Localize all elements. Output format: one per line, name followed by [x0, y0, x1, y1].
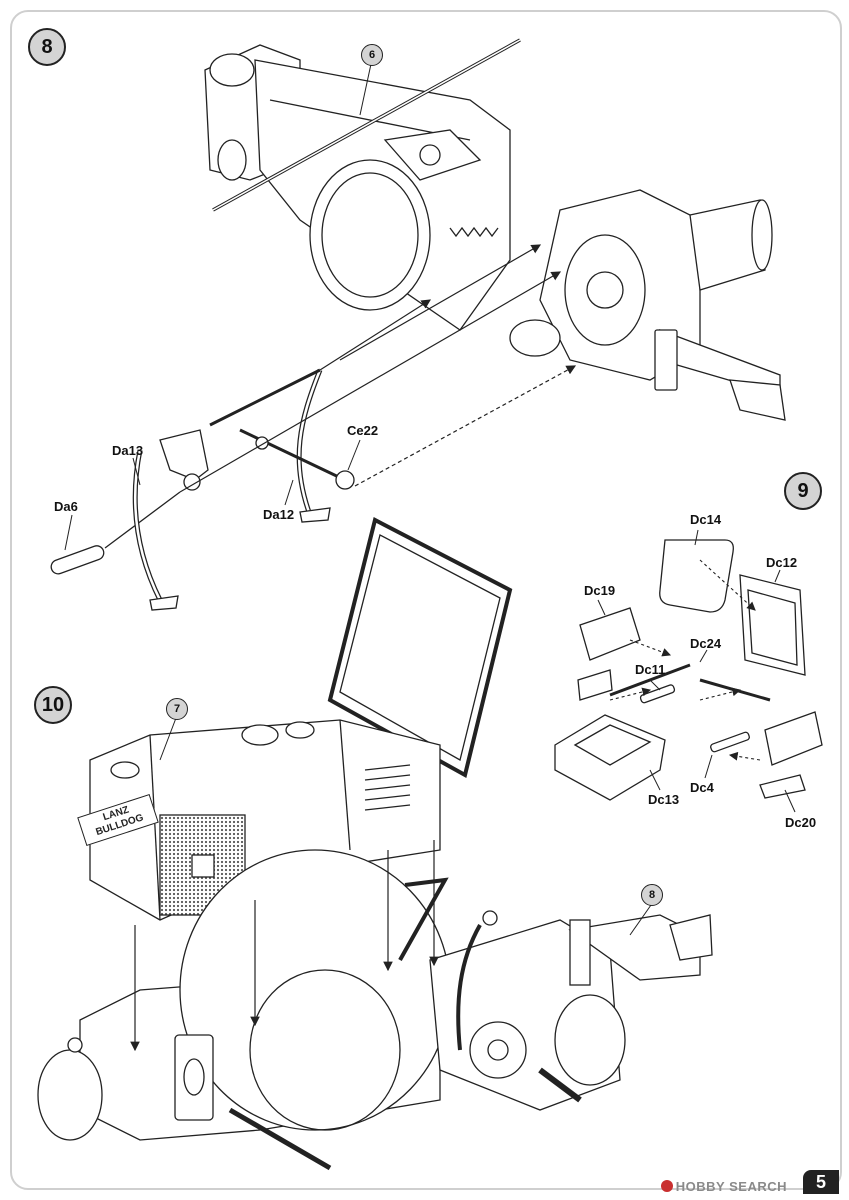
step10-drawing	[37, 517, 713, 1171]
step-9-badge: 9	[784, 472, 822, 510]
label-dc24: Dc24	[690, 636, 722, 651]
step-10-badge: 10	[34, 686, 72, 724]
label-da13: Da13	[112, 443, 144, 458]
label-dc12: Dc12	[766, 555, 798, 570]
label-da12: Da12	[263, 507, 295, 522]
page-number-text: 5	[815, 1171, 826, 1192]
step8-parts	[50, 368, 355, 611]
callout-8: 8	[641, 884, 663, 906]
callout-6-text: 6	[368, 49, 376, 61]
label-dc20: Dc20	[785, 815, 817, 830]
callout-7-text: 7	[173, 703, 181, 715]
step8-drawing	[204, 38, 786, 421]
watermark-text: HOBBY SEARCH	[675, 1179, 787, 1194]
callout-7: 7	[166, 698, 188, 720]
step9-drawing	[554, 539, 823, 801]
label-da6: Da6	[54, 499, 78, 514]
step-9-number: 9	[797, 479, 809, 502]
label-ce22: Ce22	[347, 423, 379, 438]
label-dc14: Dc14	[690, 512, 722, 527]
watermark: HOBBY SEARCH	[660, 1179, 787, 1194]
leader-lines	[64, 63, 796, 936]
step-8-badge: 8	[28, 28, 66, 66]
step-10-number: 10	[41, 693, 65, 716]
label-dc19: Dc19	[584, 583, 616, 598]
step8-arrows	[179, 244, 577, 493]
step-8-number: 8	[41, 35, 53, 58]
callout-6: 6	[361, 44, 383, 66]
callout-8-text: 8	[648, 889, 656, 901]
watermark-logo-icon	[660, 1180, 673, 1192]
label-dc4: Dc4	[690, 780, 714, 795]
step9-arrows	[609, 559, 761, 761]
label-dc11: Dc11	[635, 662, 666, 677]
step10-arrows	[130, 840, 439, 1052]
page-number: 5	[803, 1170, 839, 1194]
label-dc13: Dc13	[648, 792, 680, 807]
